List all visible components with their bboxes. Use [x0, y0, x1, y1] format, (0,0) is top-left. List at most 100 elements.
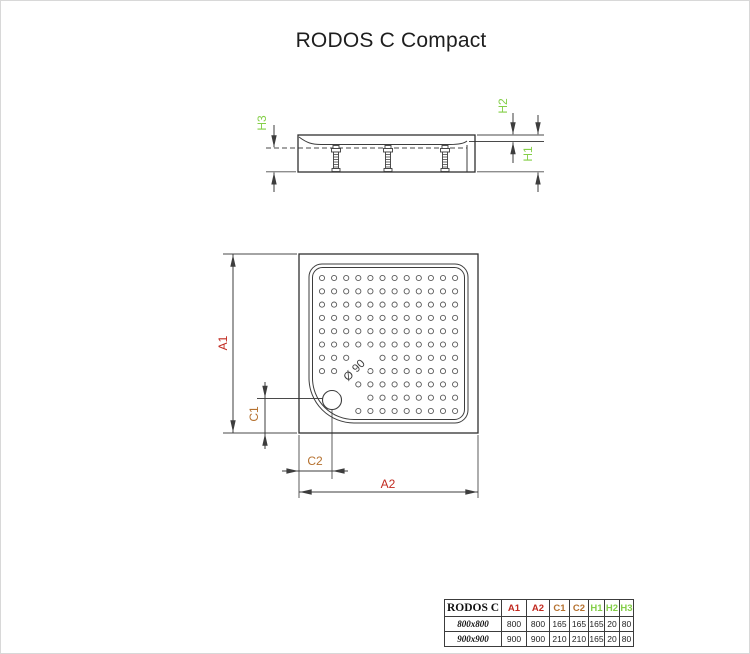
- anti-slip-dot: [379, 301, 386, 308]
- anti-slip-dot: [452, 314, 459, 321]
- tray-inner-rim-inner: [312, 267, 465, 420]
- anti-slip-dot: [391, 354, 398, 361]
- anti-slip-dot: [391, 328, 398, 335]
- drain-hole: [321, 389, 343, 411]
- anti-slip-dot: [439, 354, 447, 361]
- anti-slip-dot: [452, 407, 459, 415]
- anti-slip-dot: [415, 407, 422, 415]
- tray-rim-profile: [298, 136, 468, 145]
- anti-slip-dot: [391, 288, 398, 295]
- anti-slip-dot: [343, 274, 350, 282]
- anti-slip-dot: [343, 341, 350, 348]
- tray-inner-rim-outer: [308, 263, 469, 424]
- table-header-h2: H2: [604, 599, 620, 617]
- anti-slip-dot: [318, 274, 326, 282]
- a2-label: A2: [381, 477, 396, 491]
- anti-slip-dot: [439, 314, 447, 321]
- anti-slip-dot: [318, 341, 326, 348]
- anti-slip-dot: [367, 288, 374, 295]
- anti-slip-dot: [355, 328, 362, 335]
- anti-slip-dot: [391, 368, 398, 375]
- anti-slip-dot: [452, 394, 459, 401]
- tray-feet: [331, 145, 450, 172]
- anti-slip-dot: [355, 274, 362, 282]
- model-900x900: 900x900: [444, 631, 502, 647]
- cell-value: 165: [588, 616, 605, 632]
- anti-slip-dot: [391, 341, 398, 348]
- dimension-table: RODOS C A1 A2 C1 C2 H1 H2 H3 800x800 800…: [444, 599, 634, 647]
- anti-slip-dot: [427, 394, 434, 401]
- anti-slip-dot: [427, 274, 434, 282]
- anti-slip-dot: [415, 328, 422, 335]
- table-header-a1: A1: [501, 599, 527, 617]
- anti-slip-dot: [415, 274, 422, 282]
- anti-slip-dot: [355, 301, 362, 308]
- table-header-c2: C2: [569, 599, 589, 617]
- anti-slip-dot: [439, 381, 447, 388]
- anti-slip-dot: [367, 368, 374, 375]
- anti-slip-dot: [355, 288, 362, 295]
- h1-label: H1: [521, 146, 535, 162]
- anti-slip-dot: [427, 407, 434, 415]
- anti-slip-dot: [415, 301, 422, 308]
- anti-slip-dot: [452, 288, 459, 295]
- anti-slip-dot: [318, 354, 326, 361]
- anti-slip-dot: [379, 407, 386, 415]
- anti-slip-dot: [355, 341, 362, 348]
- anti-slip-dot: [331, 354, 338, 361]
- anti-slip-dot: [427, 301, 434, 308]
- table-header-a2: A2: [526, 599, 550, 617]
- model-800x800: 800x800: [444, 616, 502, 632]
- anti-slip-dot-pattern: [318, 274, 459, 415]
- anti-slip-dot: [379, 354, 386, 361]
- anti-slip-dot: [415, 368, 422, 375]
- anti-slip-dot: [367, 407, 374, 415]
- cell-value: 900: [526, 631, 550, 647]
- table-row: 800x800 800 800 165 165 165 20 80: [444, 616, 634, 632]
- anti-slip-dot: [379, 314, 386, 321]
- cell-value: 165: [549, 616, 570, 632]
- a1-label: A1: [216, 335, 230, 350]
- anti-slip-dot: [452, 341, 459, 348]
- anti-slip-dot: [391, 314, 398, 321]
- anti-slip-dot: [415, 288, 422, 295]
- table-row: 900x900 900 900 210 210 165 20 80: [444, 631, 634, 647]
- anti-slip-dot: [367, 328, 374, 335]
- anti-slip-dot: [415, 314, 422, 321]
- table-header-h1: H1: [588, 599, 605, 617]
- anti-slip-dot: [452, 368, 459, 375]
- table-header-h3: H3: [619, 599, 634, 617]
- anti-slip-dot: [427, 288, 434, 295]
- tray-body-outline: [297, 134, 476, 173]
- anti-slip-dot: [427, 381, 434, 388]
- cell-value: 210: [549, 631, 570, 647]
- anti-slip-dot: [318, 328, 326, 335]
- anti-slip-dot: [379, 381, 386, 388]
- anti-slip-dot: [331, 288, 338, 295]
- anti-slip-dot: [403, 328, 410, 335]
- anti-slip-dot: [452, 354, 459, 361]
- drain-label-halo: [328, 344, 380, 396]
- anti-slip-dot: [343, 288, 350, 295]
- anti-slip-dot: [379, 394, 386, 401]
- h3-label: H3: [255, 115, 269, 131]
- cell-value: 800: [501, 616, 527, 632]
- anti-slip-dot: [415, 354, 422, 361]
- anti-slip-dot: [367, 381, 374, 388]
- anti-slip-dot: [367, 341, 374, 348]
- anti-slip-dot: [367, 394, 374, 401]
- anti-slip-dot: [343, 301, 350, 308]
- table-header-model: RODOS C: [444, 599, 502, 617]
- foot: [331, 145, 341, 172]
- c2-label: C2: [307, 454, 323, 468]
- anti-slip-dot: [331, 328, 338, 335]
- anti-slip-dot: [391, 407, 398, 415]
- drain-diameter-label: Ø 90: [328, 344, 380, 396]
- cell-value: 165: [588, 631, 605, 647]
- anti-slip-dot: [331, 274, 338, 282]
- cell-value: 800: [526, 616, 550, 632]
- cell-value: 20: [604, 616, 620, 632]
- anti-slip-dot: [331, 301, 338, 308]
- anti-slip-dot: [439, 301, 447, 308]
- anti-slip-dot: [452, 274, 459, 282]
